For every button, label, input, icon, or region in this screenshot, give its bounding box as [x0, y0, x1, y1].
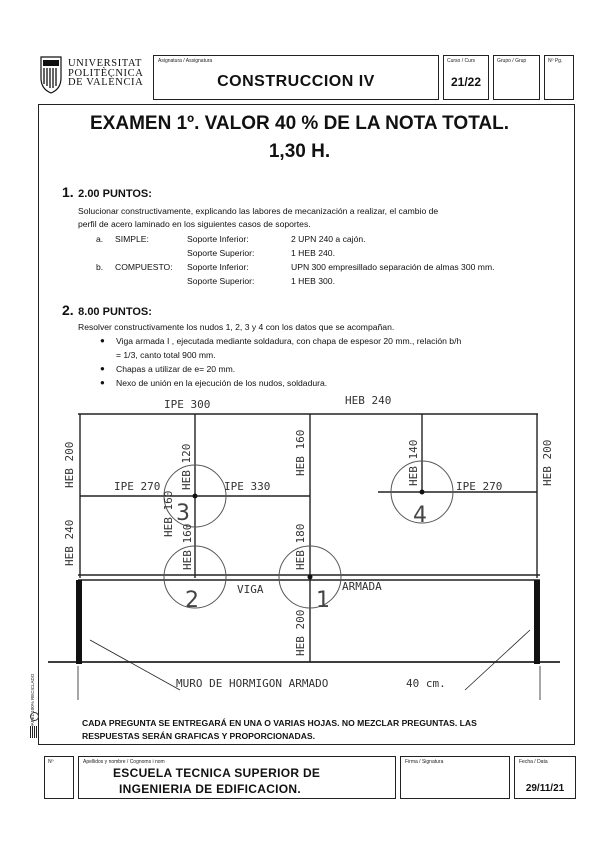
label-heb160-left: HEB 160 — [162, 491, 175, 537]
university-name: UNIVERSITAT POLITÈCNICA DE VALÈNCIA — [68, 58, 144, 88]
case-b-type: COMPUESTO: — [115, 262, 173, 272]
question-2-bullet-3: Nexo de unión en la ejecución de los nud… — [116, 378, 328, 388]
date-label: Fecha / Data — [519, 759, 548, 765]
node-3-number: 3 — [176, 501, 190, 526]
exam-title: EXAMEN 1º. VALOR 40 % DE LA NOTA TOTAL. — [90, 113, 509, 134]
case-b-row2-value: 1 HEB 300. — [291, 276, 335, 286]
course-value: 21/22 — [450, 75, 482, 89]
instructions-line-1: CADA PREGUNTA SE ENTREGARÁ EN UNA O VARI… — [82, 718, 477, 728]
school-name-line-2: INGENIERIA DE EDIFICACION. — [119, 782, 302, 796]
label-ipe300: IPE 300 — [164, 398, 210, 411]
signature-box: Firma / Signatura — [400, 756, 510, 799]
node-4-circle — [390, 460, 454, 524]
group-label: Grupo / Grup — [497, 58, 527, 64]
question-1-number: 1. — [62, 184, 74, 200]
hatch-line — [464, 629, 531, 691]
question-2-intro: Resolver constructivamente los nudos 1, … — [78, 322, 395, 332]
page-box: Nº Pg. — [544, 55, 574, 100]
label-heb240-left: HEB 240 — [63, 520, 76, 566]
question-2-bullet-1: Viga armada I , ejecutada mediante solda… — [116, 336, 462, 346]
case-a-type: SIMPLE: — [115, 234, 149, 244]
exam-frame — [38, 104, 575, 745]
question-2-points: 8.00 PUNTOS: — [78, 306, 152, 318]
node-4-number: 4 — [413, 503, 427, 528]
question-1-heading: 1. 2.00 PUNTOS: — [62, 184, 152, 202]
date-box: Fecha / Data 29/11/21 — [514, 756, 576, 799]
group-box: Grupo / Grup — [493, 55, 540, 100]
label-heb180: HEB 180 — [294, 524, 307, 570]
node-2-number: 2 — [185, 588, 199, 613]
bullet-icon: ● — [100, 364, 105, 373]
question-1-text-1: Solucionar constructivamente, explicando… — [78, 206, 439, 216]
bullet-icon: ● — [100, 378, 105, 387]
label-heb140: HEB 140 — [407, 440, 420, 486]
instructions-line-2: RESPUESTAS SERÁN GRAFICAS Y PROPORCIONAD… — [82, 731, 316, 741]
name-box: Apellidos y nombre / Cognoms i nom ESCUE… — [78, 756, 396, 799]
university-logo — [40, 56, 62, 94]
university-line-3: DE VALÈNCIA — [68, 77, 144, 88]
label-heb200-low: HEB 200 — [294, 610, 307, 656]
label-viga: VIGA — [237, 583, 264, 596]
case-a-marker: a. — [96, 234, 104, 244]
node-3-point — [192, 493, 198, 499]
label-armada: ARMADA — [342, 580, 382, 593]
recycle-icon — [30, 712, 39, 721]
label-muro-dim: 40 cm. — [406, 677, 446, 690]
label-ipe270-left: IPE 270 — [114, 480, 160, 493]
question-2-heading: 2. 8.00 PUNTOS: — [62, 302, 152, 320]
label-ipe330: IPE 330 — [224, 480, 270, 493]
label-ipe270-right: IPE 270 — [456, 480, 502, 493]
barcode-icon — [30, 726, 39, 738]
number-label: Nº — [48, 759, 54, 765]
subject-label: Asignatura / Assignatura — [158, 58, 213, 64]
node-1-number: 1 — [316, 588, 330, 613]
subject-box: Asignatura / Assignatura CONSTRUCCION IV — [153, 55, 439, 100]
label-heb160-col: HEB 160 — [294, 430, 307, 476]
course-box: Curso / Curs 21/22 — [443, 55, 489, 100]
support-right — [534, 580, 540, 664]
label-heb200-right: HEB 200 — [541, 440, 554, 486]
page-label: Nº Pg. — [548, 58, 563, 64]
question-1-points: 2.00 PUNTOS: — [78, 188, 152, 200]
signature-label: Firma / Signatura — [405, 759, 444, 765]
case-a-row2-value: 1 HEB 240. — [291, 248, 335, 258]
question-2-number: 2. — [62, 302, 74, 318]
case-a-row1-value: 2 UPN 240 a cajón. — [291, 234, 366, 244]
support-left — [76, 580, 82, 664]
case-b-row1-value: UPN 300 empresillado separación de almas… — [291, 262, 495, 272]
name-label: Apellidos y nombre / Cognoms i nom — [83, 759, 165, 765]
course-label: Curso / Curs — [447, 58, 476, 64]
case-b-row2-label: Soporte Superior: — [187, 276, 255, 286]
node-3-circle — [163, 464, 227, 528]
label-heb200-left: HEB 200 — [63, 442, 76, 488]
university-crest-icon — [40, 56, 62, 94]
node-4-point — [419, 489, 425, 495]
node-2-circle — [163, 545, 227, 609]
exam-duration: 1,30 H. — [268, 141, 331, 162]
subject-name: CONSTRUCCION IV — [217, 73, 375, 90]
case-a-row2-label: Soporte Superior: — [187, 248, 255, 258]
question-2-bullet-1-cont: = 1/3, canto total 900 mm. — [116, 350, 216, 360]
node-1-circle — [278, 545, 342, 609]
label-heb240-top: HEB 240 — [345, 394, 391, 407]
case-b-marker: b. — [96, 262, 104, 272]
university-line-2: POLITÈCNICA — [68, 67, 144, 79]
label-muro: MURO DE HORMIGON ARMADO — [176, 677, 328, 690]
node-1-point — [307, 574, 313, 580]
school-name-line-1: ESCUELA TECNICA SUPERIOR DE — [113, 766, 321, 780]
label-heb120: HEB 120 — [180, 444, 193, 490]
question-2-bullet-2: Chapas a utilizar de e= 20 mm. — [116, 364, 236, 374]
number-box: Nº — [44, 756, 74, 799]
label-heb160-mid: HEB 160 — [181, 524, 194, 570]
hatch-line — [89, 639, 181, 691]
case-b-row1-label: Soporte Inferior: — [187, 262, 249, 272]
date-value: 29/11/21 — [525, 783, 565, 794]
recycled-paper-mark: PAPEL 100% RECICLADO — [30, 668, 38, 732]
question-1-text-2: perfil de acero laminado en los siguient… — [78, 219, 311, 229]
case-a-row1-label: Soporte Inferior: — [187, 234, 249, 244]
university-line-1: UNIVERSITAT — [68, 58, 143, 69]
bullet-icon: ● — [100, 336, 105, 345]
